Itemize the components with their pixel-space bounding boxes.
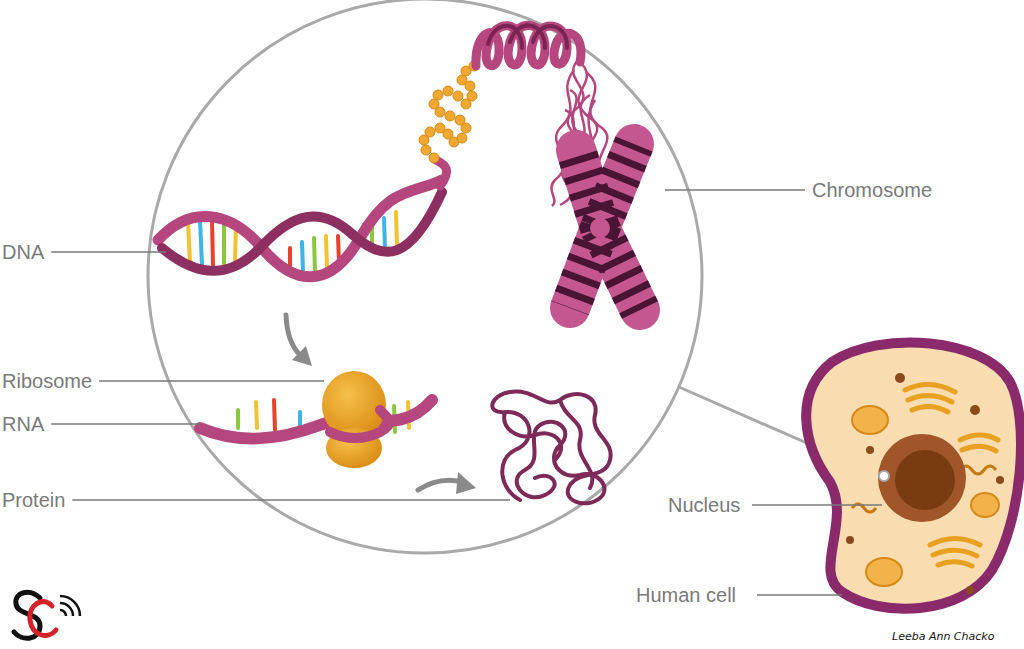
leader-lines	[665, 189, 805, 191]
coiled-fibre	[476, 25, 581, 66]
nucleosome-beads	[457, 133, 467, 143]
rna-strand	[236, 410, 240, 428]
zoom-circle	[148, 0, 702, 553]
dna-helix	[288, 248, 292, 266]
human-cell	[895, 450, 955, 510]
flow-arrow	[292, 346, 312, 366]
nucleosome-beads	[425, 127, 435, 137]
dna-helix	[158, 180, 442, 277]
part-label: Protein	[2, 489, 65, 511]
human-cell	[852, 406, 888, 434]
human-cell	[970, 405, 980, 415]
human-cell	[879, 471, 889, 481]
dna-helix	[158, 160, 447, 277]
dna-helix	[326, 236, 327, 268]
human-cell	[966, 586, 974, 594]
leader-lines	[51, 423, 200, 425]
rna-strand	[274, 400, 275, 430]
nucleosome-beads	[455, 115, 465, 125]
publisher-logo	[14, 592, 80, 638]
human-cell	[846, 536, 854, 544]
coiled-fibre	[488, 25, 567, 48]
chromosome	[590, 218, 610, 238]
chromosome	[570, 144, 640, 310]
author-signature: Leeba Ann Chacko	[892, 630, 994, 644]
human-cell	[938, 562, 972, 566]
nucleosome-beads	[457, 75, 467, 85]
human-cell	[866, 446, 874, 454]
part-label: Human cell	[636, 584, 736, 606]
nucleosome-beads	[419, 61, 479, 163]
rna-strand	[200, 400, 432, 439]
part-label: DNA	[2, 241, 44, 263]
publisher-logo	[60, 596, 80, 616]
nucleosome-beads	[467, 91, 477, 101]
human-cell	[866, 558, 902, 586]
human-cell	[971, 493, 999, 517]
nucleosome-beads	[443, 86, 453, 96]
human-cell	[806, 343, 1021, 609]
dna-helix	[162, 192, 442, 271]
protein-chain	[492, 392, 610, 504]
human-cell	[806, 343, 1021, 609]
human-cell	[846, 373, 1004, 594]
part-label: RNA	[2, 413, 44, 435]
nucleosome-beads	[421, 145, 431, 155]
part-label: Nucleus	[668, 494, 740, 516]
human-cell	[962, 446, 996, 451]
nucleosome-beads	[429, 153, 439, 163]
dna-helix	[212, 220, 213, 266]
nucleosome-beads	[429, 99, 439, 109]
rna-strand	[256, 402, 257, 428]
protein-chain	[492, 392, 610, 504]
leader-lines	[99, 380, 324, 382]
part-label: Chromosome	[812, 179, 932, 201]
dna-helix	[384, 218, 385, 250]
chromosome	[570, 144, 640, 310]
human-cell	[960, 435, 998, 440]
flow-arrow	[286, 315, 300, 355]
nucleosome-beads	[453, 91, 463, 101]
dna-helix	[396, 212, 397, 246]
leader-lines	[51, 190, 882, 595]
leader-lines	[752, 504, 882, 506]
human-cell	[930, 539, 980, 546]
human-cell	[852, 406, 999, 586]
human-cell	[895, 373, 905, 383]
ribosome	[330, 410, 389, 438]
human-cell	[878, 434, 966, 522]
publisher-logo	[30, 602, 56, 636]
human-cell	[933, 550, 977, 556]
leader-lines	[757, 594, 842, 596]
flow-arrow	[418, 472, 476, 494]
dna-helix	[188, 222, 190, 262]
flow-arrow	[456, 472, 476, 494]
dna-helix	[222, 222, 226, 264]
human-cell	[912, 406, 948, 412]
human-cell	[996, 476, 1004, 484]
human-cell	[905, 384, 955, 392]
coiled-fibre	[476, 25, 581, 66]
part-label: Ribosome	[2, 370, 92, 392]
rna-strand	[200, 400, 432, 439]
dna-helix	[302, 242, 303, 272]
nucleosome-beads	[433, 90, 443, 100]
human-cell	[908, 395, 952, 402]
dna-helix	[200, 220, 202, 265]
chromosome	[570, 144, 640, 310]
ribosome	[322, 371, 389, 468]
dna-helix	[314, 238, 315, 272]
dna-helix	[436, 160, 447, 186]
leader-lines	[51, 251, 166, 253]
flow-arrow	[418, 480, 462, 490]
flow-arrow	[286, 315, 312, 366]
nucleosome-beads	[445, 111, 455, 121]
leader-lines	[72, 499, 510, 501]
zoom-circle	[148, 0, 702, 553]
